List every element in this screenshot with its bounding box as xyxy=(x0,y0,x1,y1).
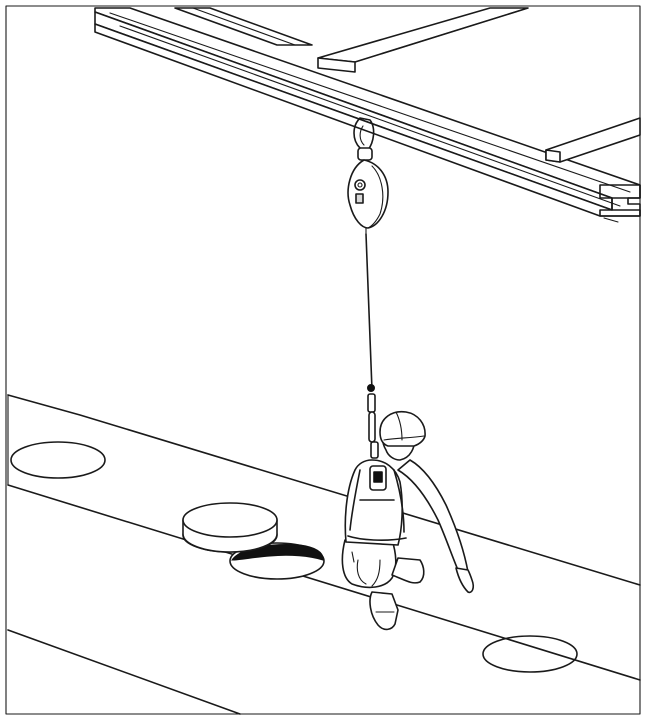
worker-figure xyxy=(342,412,473,630)
manhole-cover xyxy=(183,503,277,552)
hard-hat-icon xyxy=(380,412,425,446)
floor-slab xyxy=(8,395,640,714)
self-retracting-lifeline-block xyxy=(348,160,388,234)
manhole-outline-left xyxy=(11,442,105,478)
worker-boot xyxy=(370,592,398,629)
worker-glove xyxy=(456,568,473,592)
manhole-outline-right xyxy=(483,636,577,672)
lifeline-cable xyxy=(366,234,378,458)
crossbeam-right xyxy=(546,118,640,162)
crossbeam-top xyxy=(318,8,528,72)
worker-arm xyxy=(398,460,468,572)
